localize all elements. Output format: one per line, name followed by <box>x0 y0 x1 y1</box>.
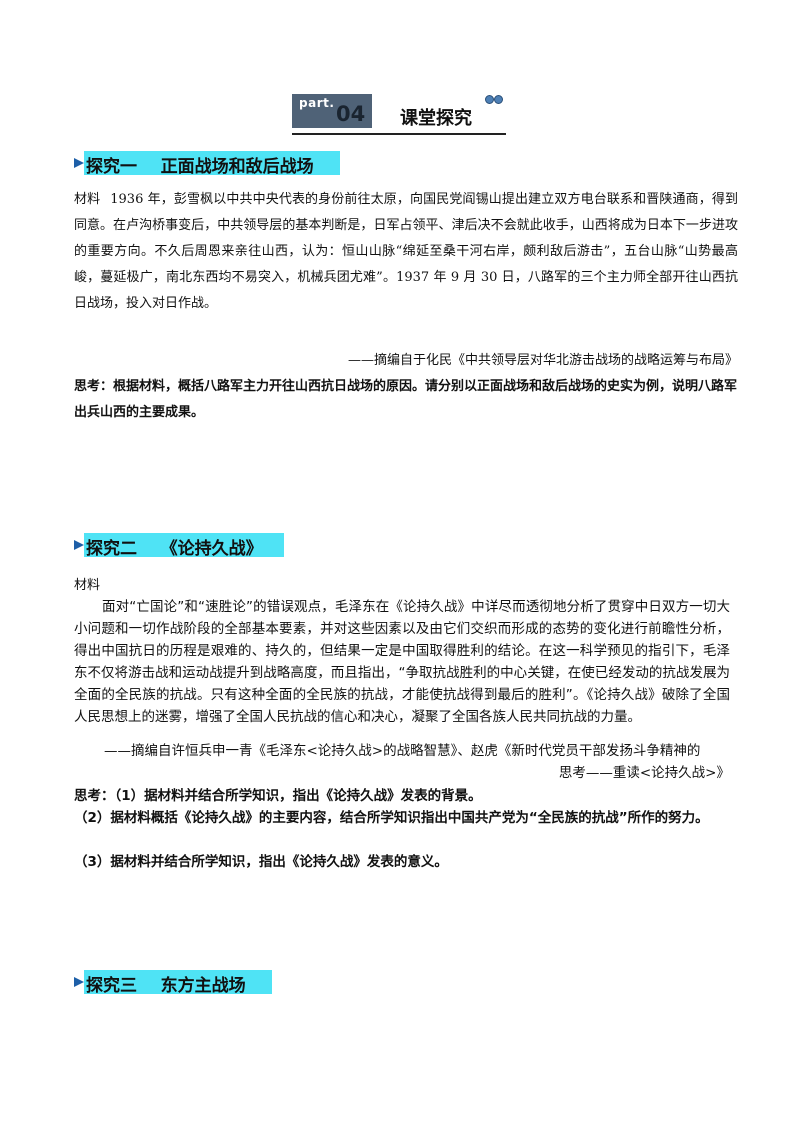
section-title-1: 探究一 正面战场和敌后战场 <box>86 157 314 177</box>
page-title: 课堂探究 <box>400 108 472 129</box>
source-citation-2-line2: 思考——重读<论持久战>》 <box>558 765 730 781</box>
material-label: 材料 <box>74 192 101 207</box>
question-2-1: 思考：（1）据材料并结合所学知识，指出《论持久战》发表的背景。 <box>74 788 482 804</box>
material-text: 1936 年，彭雪枫以中共中央代表的身份前往太原，向国民党阎锡山提出建立双方电台… <box>74 192 738 311</box>
question-2-2-text: （2）据材料概括《论持久战》的主要内容，结合所学知识指出中国共产党为“全民族的抗… <box>74 810 709 826</box>
source-citation-2-line1: ——摘编自许恒兵申一青《毛泽东<论持久战>的战略智慧》、赵虎《新时代党员干部发扬… <box>104 743 701 759</box>
header-underline <box>292 133 506 135</box>
section-title-3: 探究三 东方主战场 <box>86 976 246 996</box>
source-citation-1: ——摘编自于化民《中共领导层对华北游击战场的战略运筹与布局》 <box>347 353 738 368</box>
material-paragraph-2: 面对“亡国论”和“速胜论”的错误观点，毛泽东在《论持久战》中详尽而透彻地分析了贯… <box>74 599 730 725</box>
decorative-dots-icon <box>485 95 503 104</box>
material-label: 材料 <box>74 578 101 593</box>
part-number: 04 <box>336 102 366 126</box>
question-1: 思考：根据材料，概括八路军主力开往山西抗日战场的原因。请分别以正面战场和敌后战场… <box>74 379 738 420</box>
heading-highlight <box>84 151 340 175</box>
arrow-icon <box>74 540 84 550</box>
heading-highlight <box>84 533 284 557</box>
question-2-3: （3）据材料并结合所学知识，指出《论持久战》发表的意义。 <box>74 854 448 870</box>
part-badge <box>292 94 372 128</box>
heading-highlight <box>84 970 272 994</box>
part-header: part. 04 课堂探究 <box>292 94 506 136</box>
part-label: part. <box>299 96 335 110</box>
arrow-icon <box>74 158 84 168</box>
arrow-icon <box>74 977 84 987</box>
question-2-2: （2）据材料概括《论持久战》的主要内容，结合所学知识指出中国共产党为“全民族的抗… <box>74 807 734 829</box>
section-title-2: 探究二 《论持久战》 <box>86 539 263 559</box>
